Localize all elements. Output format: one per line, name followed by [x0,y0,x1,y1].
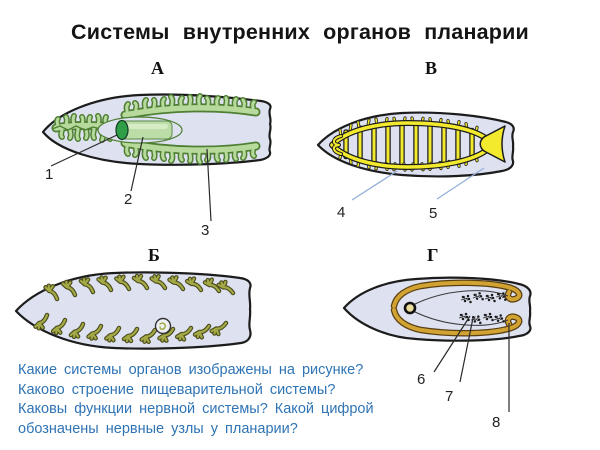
panel-label-g: Г [427,245,439,265]
panel-label-v: В [425,58,438,78]
questions-block: Какие системы органов изображены на рису… [18,361,374,439]
question-line-2: Каково строение пищеварительной системы? [18,381,336,398]
pharynx-tube-highlight [126,124,168,129]
callout-4: 4 [337,204,346,221]
callout-5: 5 [429,205,438,222]
callout-6: 6 [417,371,426,388]
planaria-body-outline [14,271,252,350]
callout-8: 8 [492,414,501,431]
panel-label-b: Б [148,245,160,265]
callout-2: 2 [124,191,133,208]
nerve-ganglion-circle [403,301,417,315]
diagram-b-excretory-system [14,271,252,350]
question-line-4: обозначены нервные узлы у планарии? [18,420,298,437]
question-line-3: Каковы функции нервной системы? Какой ци… [18,401,374,417]
diagram-a-digestive-system [41,93,272,166]
page-title: Системы внутренних органов планарии [71,20,529,44]
reproductive-bands [390,279,523,337]
leader-lines-blue [351,167,485,201]
excretory-pore [154,317,172,335]
diagram-g-reproductive-system [342,276,532,342]
leader-lines-dark [50,134,510,412]
callout-1: 1 [45,166,54,183]
callout-7: 7 [445,388,454,405]
excretory-pore-detail [159,322,166,330]
pharynx-opening [115,119,129,141]
panel-label-a: А [151,58,164,78]
nerve-ladder [329,116,506,172]
diagram-v-nervous-system [316,111,515,178]
callout-3: 3 [201,222,210,239]
nerve-tail-junction [479,125,506,163]
question-line-1: Какие системы органов изображены на рису… [18,362,364,378]
